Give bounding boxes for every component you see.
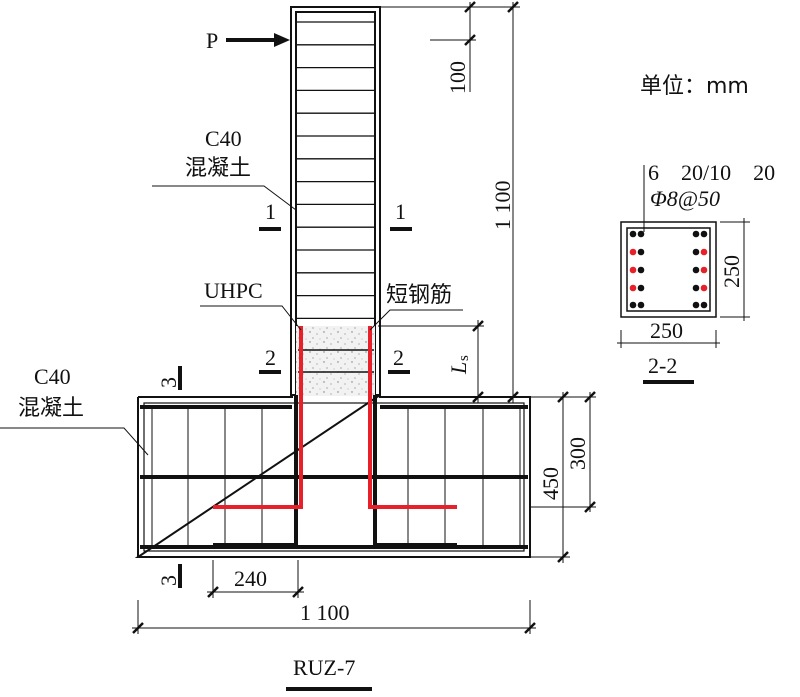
dimension-footing-inner: 300 [530, 391, 596, 513]
footing-material-grade: C40 [34, 364, 71, 389]
uhpc-leader [200, 305, 302, 331]
section-1-left-label: 1 [265, 199, 276, 224]
section-rebar [700, 266, 708, 274]
section-rebar [692, 301, 700, 309]
dimension-footing-width: 1 100 [132, 600, 536, 634]
section-title: 2-2 [648, 353, 677, 378]
section-3-bottom-label: 3 [156, 575, 181, 586]
short-bar-label: 短钢筋 [386, 283, 452, 308]
section-rebar [700, 248, 708, 256]
section-2-left-label: 2 [265, 345, 276, 370]
ls-subscript: s [456, 355, 472, 361]
dimension-ls: L s [378, 320, 484, 403]
section-rebar [637, 248, 645, 256]
section-rebar [637, 301, 645, 309]
section-2-marks: 2 2 [259, 345, 410, 374]
section-height-value: 250 [719, 255, 744, 288]
footing-inner-value: 300 [565, 437, 590, 470]
section-rebar [629, 248, 637, 256]
section-outline [620, 221, 717, 318]
section-rebar [629, 301, 637, 309]
dimension-top-offset: 100 [380, 1, 520, 94]
stirrup-spec: Φ8@50 [650, 186, 720, 211]
section-rebar [692, 248, 700, 256]
dimension-column-height: 1 100 [490, 1, 519, 403]
load-label: P [206, 28, 218, 53]
section-stirrup [626, 227, 711, 312]
section-rebar [692, 284, 700, 292]
footing-depth-value: 450 [538, 467, 563, 500]
section-rebar [629, 230, 637, 238]
short-bar-left [213, 326, 303, 509]
section-bars [629, 230, 708, 309]
bar-spacing-value: 240 [234, 566, 267, 591]
column-material-name: 混凝土 [185, 156, 251, 181]
section-rebar [637, 284, 645, 292]
section-rebar [629, 266, 637, 274]
column-material-leader [152, 185, 297, 211]
footing-width-value: 1 100 [300, 600, 350, 625]
dimension-footing-depth: 450 [530, 391, 596, 563]
section-rebar [692, 266, 700, 274]
footing [134, 393, 531, 558]
column-stirrups [297, 21, 374, 320]
section-3-marks: 3 3 [156, 366, 182, 588]
section-detail: 6 20/10 20 Φ8@50 250 250 2-2 [617, 160, 775, 384]
section-2-right-label: 2 [393, 345, 404, 370]
short-bar-leader [369, 309, 463, 331]
section-rebar [700, 284, 708, 292]
section-1-marks: 1 1 [259, 199, 412, 231]
uhpc-zone [296, 326, 375, 396]
section-rebar [637, 266, 645, 274]
footing-material-name: 混凝土 [18, 396, 84, 421]
section-rebar [637, 230, 645, 238]
rebar-spec: 6 20/10 20 [648, 160, 775, 185]
short-bars [213, 326, 457, 509]
column-material-grade: C40 [205, 126, 242, 151]
section-rebar [700, 230, 708, 238]
uhpc-label: UHPC [204, 278, 263, 303]
dimension-bar-spacing: 240 [207, 560, 304, 598]
footing-material-leader [0, 427, 149, 456]
short-bar-right [368, 326, 457, 509]
section-width-value: 250 [650, 318, 683, 343]
load-arrow [226, 33, 290, 47]
unit-label: 单位：mm [640, 74, 749, 99]
uhpc-texture [296, 326, 375, 396]
section-3-top-label: 3 [156, 377, 181, 388]
section-rebar [700, 301, 708, 309]
column-height-value: 1 100 [490, 181, 515, 231]
ls-symbol: L [446, 362, 471, 375]
section-rebar [692, 230, 700, 238]
top-offset-value: 100 [445, 61, 470, 94]
section-rebar [629, 284, 637, 292]
specimen-title: RUZ-7 [293, 655, 355, 680]
section-1-right-label: 1 [395, 199, 406, 224]
